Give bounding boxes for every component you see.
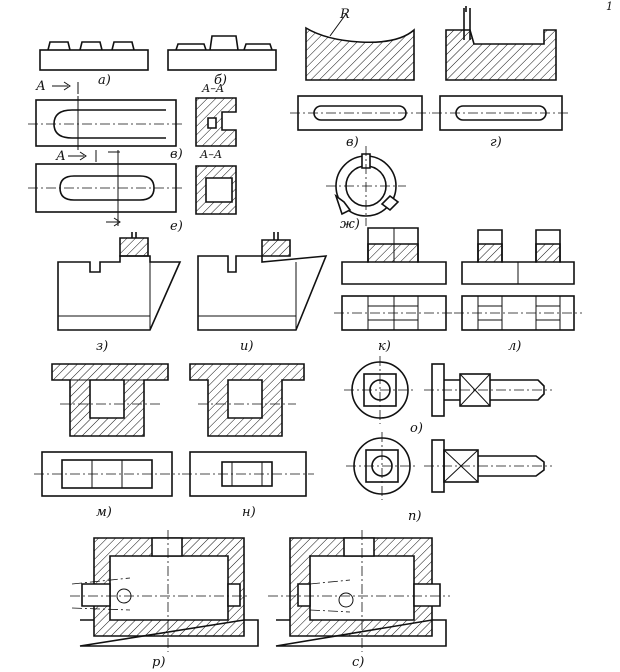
figure-a-plate-three-bosses: а) bbox=[39, 41, 149, 88]
figure-l-two-bosses: л) bbox=[454, 229, 582, 354]
figure-k-centered-boss: к) bbox=[334, 227, 454, 354]
label-a: а) bbox=[98, 73, 111, 88]
figure-v-slotted-plate: А в) А–А bbox=[28, 79, 237, 162]
label-z: з) bbox=[96, 339, 108, 354]
figure-o-square-head: о) bbox=[344, 356, 552, 436]
label-k: к) bbox=[378, 339, 391, 354]
label-r: р) bbox=[152, 655, 165, 670]
label-l: л) bbox=[508, 339, 521, 354]
figure-b-plate-one-boss: б) bbox=[167, 35, 277, 88]
label-p: п) bbox=[408, 509, 421, 524]
figure-i-bevel-block: и) bbox=[197, 232, 328, 354]
label-m: м) bbox=[96, 505, 112, 520]
page-mark: 1 bbox=[606, 0, 613, 13]
label-g: г) bbox=[490, 135, 502, 150]
label-v-concave: в) bbox=[346, 135, 359, 150]
label-zh: ж) bbox=[340, 217, 360, 232]
section-a-callout: А bbox=[35, 79, 46, 94]
label-n: н) bbox=[242, 505, 256, 520]
radius-callout: R bbox=[339, 7, 350, 22]
figure-r-housing: р) bbox=[70, 530, 259, 670]
section-a-callout-2: А bbox=[55, 149, 66, 164]
figure-zh-split-ring: ж) bbox=[326, 146, 406, 232]
section-aa-1: А–А bbox=[201, 82, 224, 95]
figure-g-stepped-block: г) bbox=[432, 6, 570, 150]
label-s: с) bbox=[352, 655, 364, 670]
label-b: б) bbox=[214, 73, 227, 88]
label-v-slotted: в) bbox=[170, 147, 183, 162]
figure-m-u-channel: м) bbox=[34, 363, 180, 520]
figure-z-bevel-block: з) bbox=[57, 232, 182, 354]
figure-e-closed-slot-plate: А е) А–А bbox=[28, 148, 237, 234]
figure-p-square-head: п) bbox=[346, 432, 552, 524]
figure-n-u-channel: н) bbox=[182, 363, 314, 520]
label-i: и) bbox=[240, 339, 253, 354]
figure-v-concave-block: R в) bbox=[290, 7, 430, 150]
label-e: е) bbox=[170, 219, 183, 234]
figure-s-housing: с) bbox=[268, 530, 450, 670]
section-aa-2: А–А bbox=[199, 148, 222, 161]
label-o: о) bbox=[410, 421, 423, 436]
